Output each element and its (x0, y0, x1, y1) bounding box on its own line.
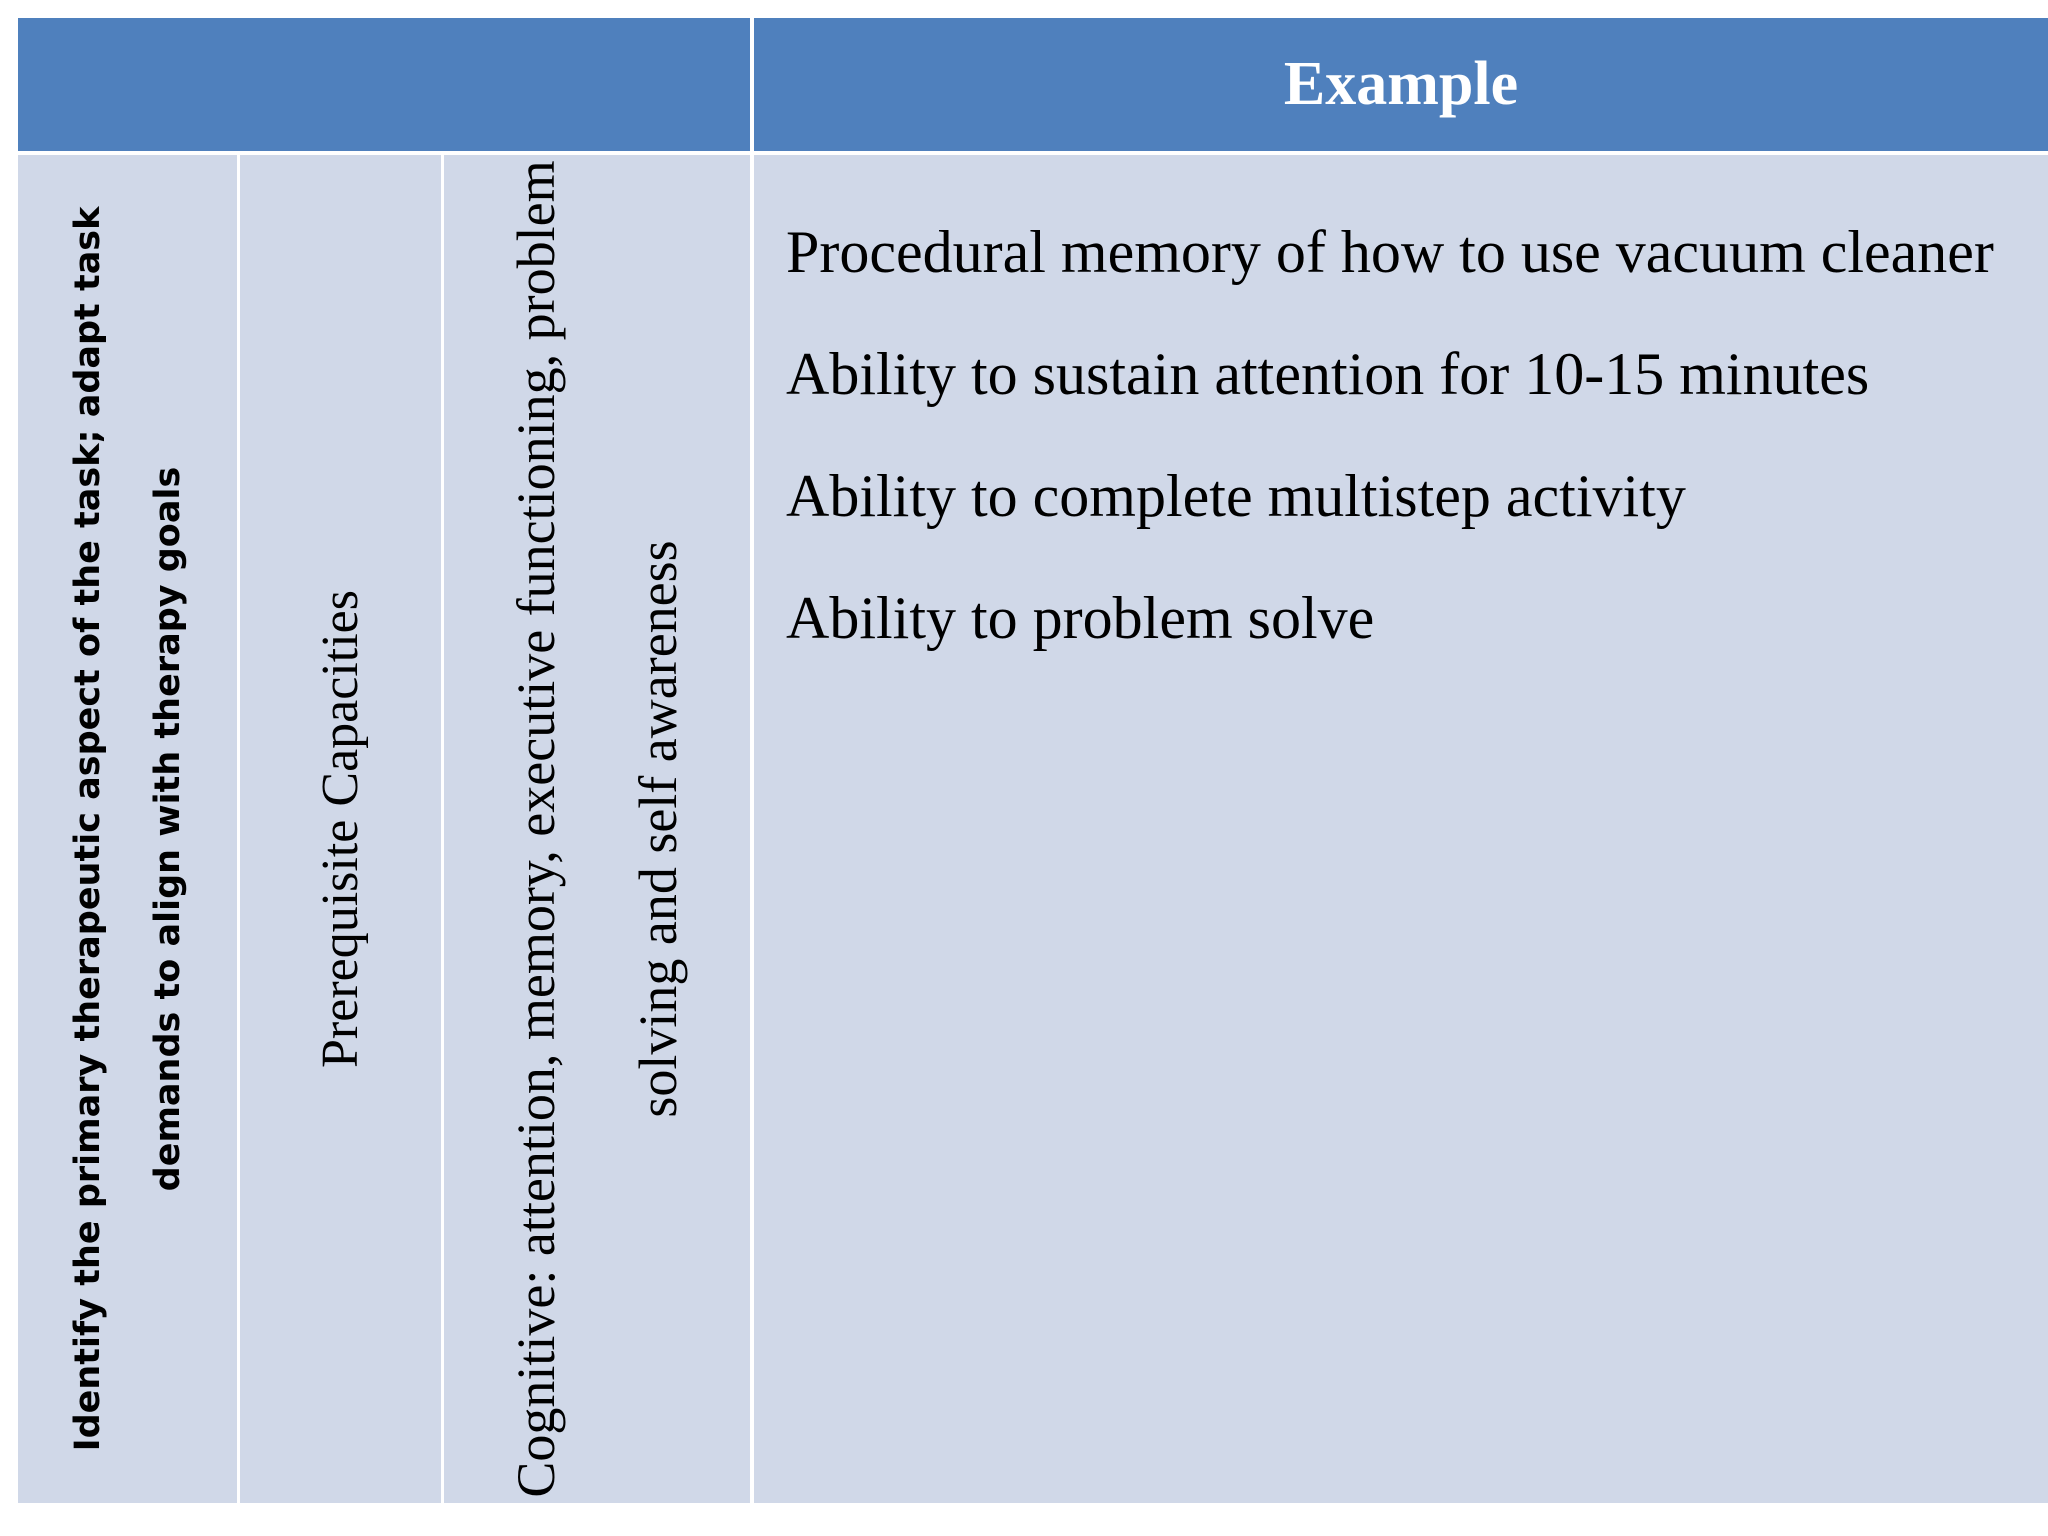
cell-examples: Procedural memory of how to use vacuum c… (754, 155, 2048, 1503)
cell-therapeutic-aspect: Identify the primary therapeutic aspect … (18, 155, 237, 1503)
header-cell-left (18, 18, 750, 151)
example-list: Procedural memory of how to use vacuum c… (754, 155, 2048, 679)
header-cell-example: Example (754, 18, 2048, 151)
task-analysis-table: Example Identify the primary therapeutic… (18, 18, 2048, 1503)
header-example-label: Example (1283, 50, 1519, 118)
header-left-label (18, 18, 750, 151)
example-item: Ability to problem solve (786, 585, 1375, 651)
cell-prerequisite-capacities: Prerequisite Capacities (240, 155, 441, 1503)
cell-cognitive: Cognitive: attention, memory, executive … (444, 155, 750, 1503)
example-item: Ability to complete multistep activity (786, 463, 1686, 529)
example-item: Ability to sustain attention for 10-15 m… (786, 341, 1870, 407)
cognitive-text: Cognitive: attention, memory, executive … (506, 160, 688, 1498)
prerequisite-capacities-text: Prerequisite Capacities (311, 590, 369, 1068)
example-item: Procedural memory of how to use vacuum c… (786, 219, 1994, 285)
therapeutic-aspect-text: Identify the primary therapeutic aspect … (67, 206, 188, 1452)
